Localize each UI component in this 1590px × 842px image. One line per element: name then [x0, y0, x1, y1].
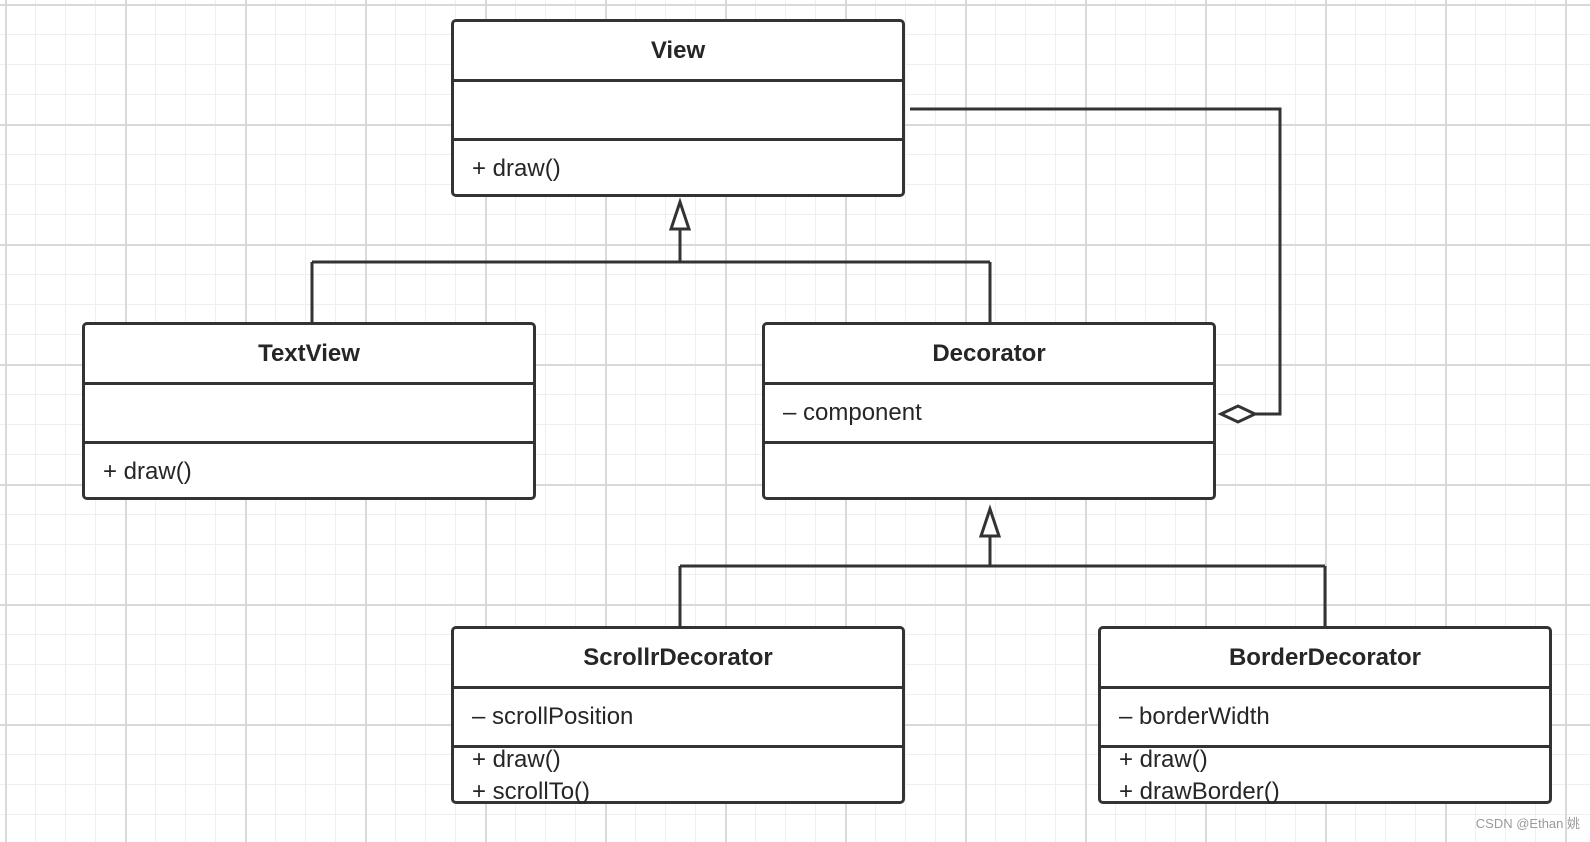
class-border-decorator-name: BorderDecorator: [1228, 644, 1422, 671]
class-view-name: View: [650, 37, 706, 64]
class-scroll-decorator-attribute: – scrollPosition: [472, 703, 634, 730]
class-decorator-divider-2: [765, 441, 1213, 444]
class-textview-divider-2: [85, 441, 533, 444]
class-decorator-attribute: – component: [783, 399, 922, 426]
class-scroll-decorator[interactable]: ScrollrDecorator – scrollPosition + draw…: [451, 626, 905, 805]
class-scroll-decorator-name: ScrollrDecorator: [583, 644, 773, 671]
class-decorator[interactable]: Decorator – component: [762, 322, 1216, 500]
class-border-decorator-attribute: – borderWidth: [1119, 703, 1270, 730]
class-scroll-decorator-divider-2: [454, 745, 902, 748]
class-border-decorator-divider-1: [1101, 686, 1549, 689]
class-view-methods: + draw(): [472, 141, 561, 197]
watermark: CSDN @Ethan 姚: [1475, 816, 1580, 831]
generalization-arrowhead-decorator: [978, 504, 1002, 538]
class-textview-methods: + draw(): [103, 444, 192, 500]
class-decorator-name: Decorator: [932, 340, 1046, 367]
class-textview-divider-1: [85, 382, 533, 385]
aggregation-diamond: [1217, 404, 1259, 424]
class-view-divider-1: [454, 79, 902, 82]
class-border-decorator-methods: + draw() + drawBorder(): [1119, 746, 1280, 805]
class-scroll-decorator-method: + scrollTo(): [472, 778, 591, 805]
generalization-arrowhead-view: [668, 197, 692, 231]
class-border-decorator[interactable]: BorderDecorator – borderWidth + draw() +…: [1098, 626, 1552, 805]
class-view[interactable]: View + draw(): [451, 19, 905, 197]
class-decorator-divider-1: [765, 382, 1213, 385]
class-scroll-decorator-method: + draw(): [472, 746, 561, 773]
class-border-decorator-method: + drawBorder(): [1119, 778, 1280, 805]
class-scroll-decorator-methods: + draw() + scrollTo(): [472, 746, 590, 805]
class-border-decorator-method: + draw(): [1119, 746, 1208, 773]
class-border-decorator-divider-2: [1101, 745, 1549, 748]
class-textview[interactable]: TextView + draw(): [82, 322, 536, 500]
class-view-divider-2: [454, 138, 902, 141]
aggregation-line: [910, 107, 1282, 416]
class-textview-method: + draw(): [103, 458, 192, 485]
class-textview-name: TextView: [258, 340, 360, 367]
class-scroll-decorator-divider-1: [454, 686, 902, 689]
class-view-method: + draw(): [472, 155, 561, 182]
